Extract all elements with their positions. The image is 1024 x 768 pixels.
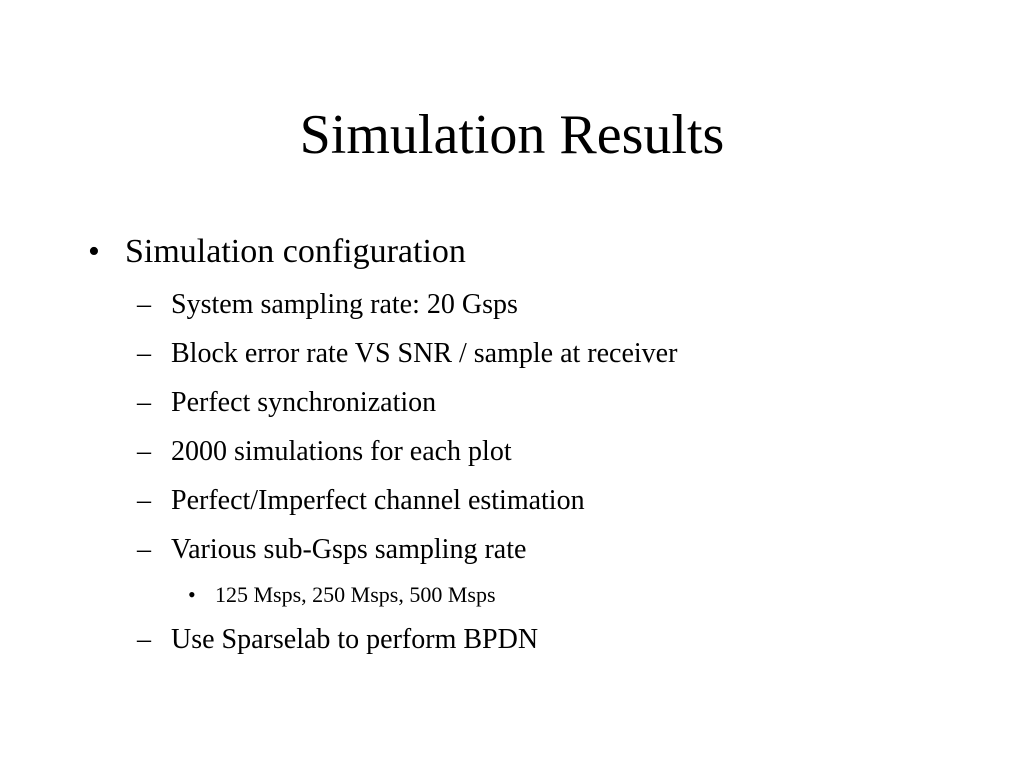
list-item-text: Simulation configuration bbox=[125, 233, 466, 270]
dash-marker: – bbox=[137, 338, 151, 369]
bullet-marker: • bbox=[88, 233, 100, 270]
list-item-text: 125 Msps, 250 Msps, 500 Msps bbox=[215, 582, 496, 607]
dash-marker: – bbox=[137, 387, 151, 418]
bullet-marker: • bbox=[188, 582, 196, 607]
dash-marker: – bbox=[137, 436, 151, 467]
list-item-text: Various sub-Gsps sampling rate bbox=[171, 534, 527, 565]
list-item-text: Perfect/Imperfect channel estimation bbox=[171, 485, 585, 516]
list-item-text: Use Sparselab to perform BPDN bbox=[171, 624, 539, 655]
list-item-text: Perfect synchronization bbox=[171, 387, 437, 418]
dash-marker: – bbox=[137, 485, 151, 516]
list-item-text: Block error rate VS SNR / sample at rece… bbox=[171, 338, 678, 369]
dash-marker: – bbox=[137, 534, 151, 565]
list-item-text: 2000 simulations for each plot bbox=[171, 436, 512, 467]
slide-title: Simulation Results bbox=[299, 104, 725, 166]
dash-marker: – bbox=[137, 624, 151, 655]
dash-marker: – bbox=[137, 289, 151, 320]
list-item-text: System sampling rate: 20 Gsps bbox=[171, 289, 518, 320]
